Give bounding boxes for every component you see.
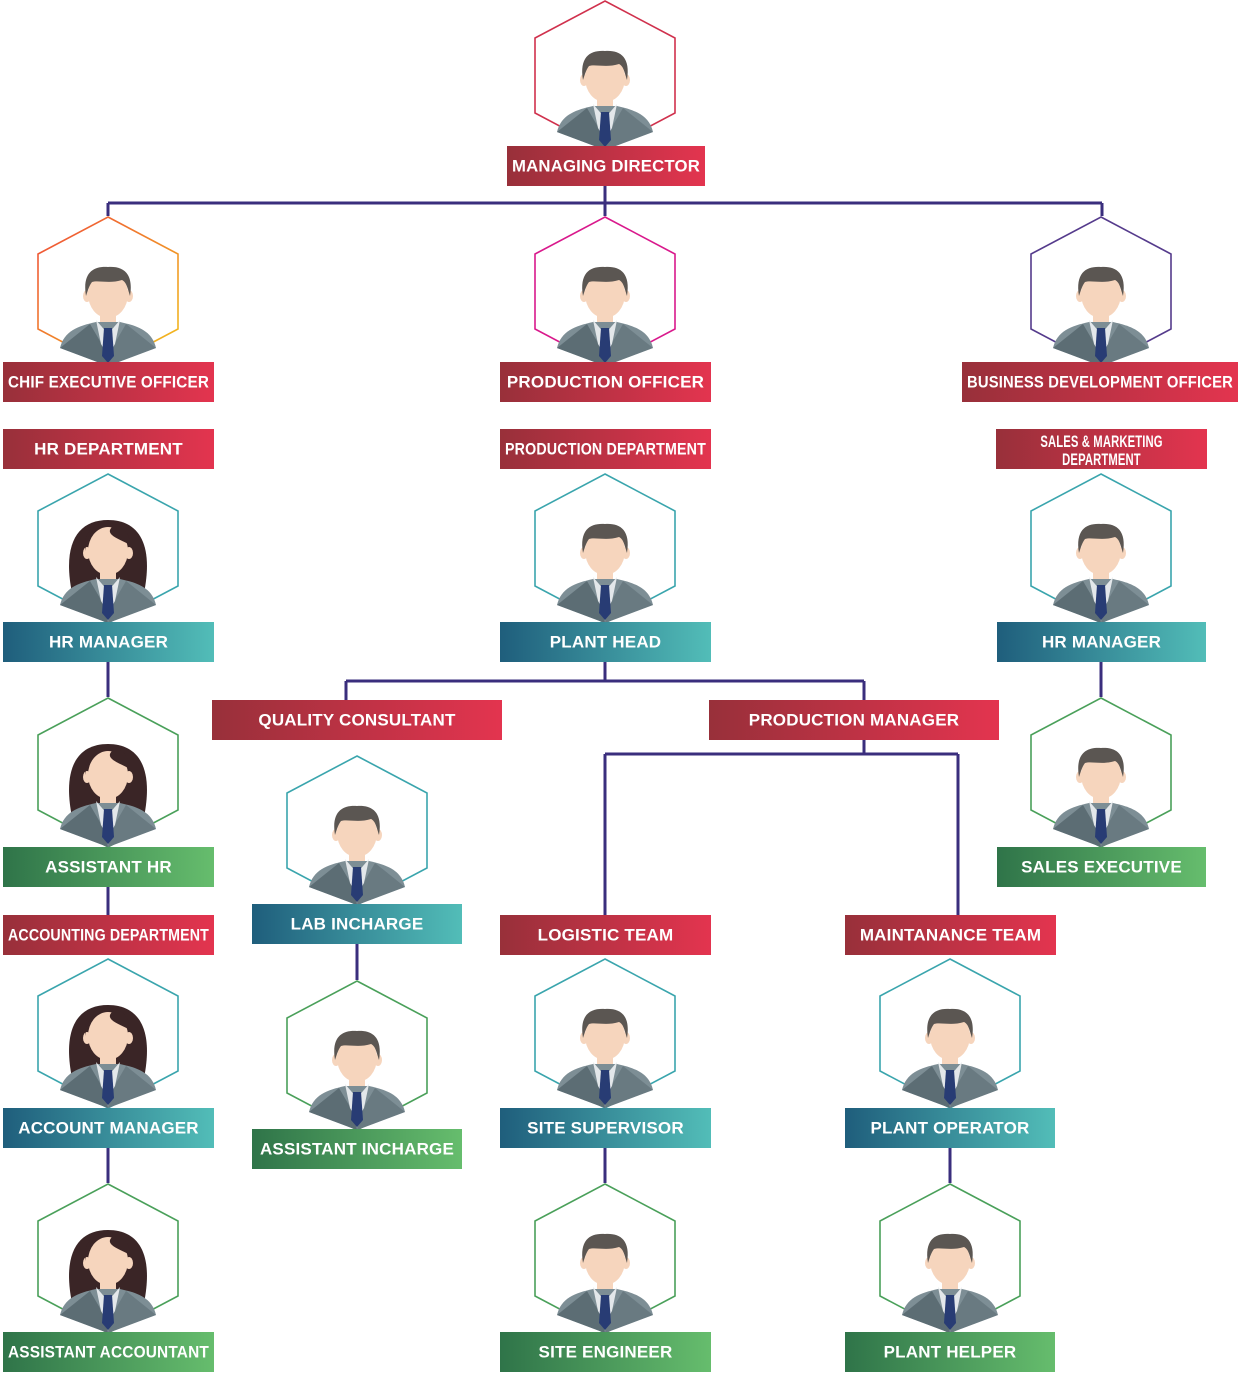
male-avatar-icon (557, 523, 653, 623)
node-title: MAINTANANCE TEAM (860, 926, 1041, 945)
node-asst-inch: ASSISTANT INCHARGE (252, 980, 462, 1169)
nodes-layer: MANAGING DIRECTOR CHIF EXECUTIVE OFFICER P… (3, 0, 1238, 1372)
title-box (500, 622, 711, 662)
node-title: ACCOUNT MANAGER (18, 1119, 199, 1138)
node-title: QUALITY CONSULTANT (258, 711, 456, 730)
title-box (3, 622, 214, 662)
node-title: SITE ENGINEER (539, 1343, 673, 1362)
title-box (996, 429, 1207, 469)
node-title: ASSISTANT INCHARGE (260, 1140, 454, 1159)
title-box (212, 700, 502, 740)
title-box (3, 362, 214, 402)
node-po: PRODUCTION OFFICER (500, 216, 711, 402)
node-hr-dept: HR DEPARTMENT (3, 429, 214, 469)
node-md: MANAGING DIRECTOR (507, 0, 705, 186)
female-avatar-icon (60, 520, 156, 623)
node-hr-mgr-1: HR MANAGER (3, 473, 214, 662)
title-box (3, 847, 214, 887)
title-box (3, 1108, 214, 1148)
node-title: ACCOUNTING DEPARTMENT (8, 926, 209, 945)
node-title: PLANT HEAD (550, 633, 662, 652)
node-prod-mgr: PRODUCTION MANAGER (709, 700, 999, 740)
male-avatar-icon (309, 805, 405, 905)
node-title: LAB INCHARGE (291, 915, 424, 934)
node-title: PRODUCTION OFFICER (507, 373, 704, 392)
title-box (252, 1129, 462, 1169)
male-avatar-icon (1053, 523, 1149, 623)
male-avatar-icon (309, 1030, 405, 1130)
title-box (500, 362, 711, 402)
female-avatar-icon (60, 1005, 156, 1108)
female-avatar-icon (60, 744, 156, 847)
title-box (500, 1108, 711, 1148)
node-title: PRODUCTION MANAGER (749, 711, 959, 730)
title-box (845, 1332, 1055, 1372)
node-maint: MAINTANANCE TEAM (845, 915, 1056, 955)
title-box (507, 146, 705, 186)
node-site-eng: SITE ENGINEER (500, 1183, 711, 1372)
node-title: PRODUCTION DEPARTMENT (505, 440, 706, 459)
male-avatar-icon (1053, 747, 1149, 847)
node-acct-mgr: ACCOUNT MANAGER (3, 958, 214, 1148)
node-logistic: LOGISTIC TEAM (500, 915, 711, 955)
male-avatar-icon (902, 1233, 998, 1333)
male-avatar-icon (60, 266, 156, 366)
title-box (845, 915, 1056, 955)
node-bdo: BUSINESS DEVELOPMENT OFFICER (962, 216, 1238, 402)
title-box (709, 700, 999, 740)
node-sales-exec: SALES EXECUTIVE (997, 697, 1206, 887)
node-site-sup: SITE SUPERVISOR (500, 958, 711, 1148)
node-title: CHIF EXECUTIVE OFFICER (8, 373, 209, 392)
title-box (3, 1332, 214, 1372)
node-title: SALES EXECUTIVE (1021, 858, 1182, 877)
title-box (997, 622, 1206, 662)
node-title: HR MANAGER (1042, 633, 1161, 652)
title-box (997, 847, 1206, 887)
female-avatar-icon (60, 1230, 156, 1333)
title-box (3, 915, 214, 955)
title-box (500, 915, 711, 955)
male-avatar-icon (557, 266, 653, 366)
node-quality: QUALITY CONSULTANT (212, 700, 502, 740)
node-title: HR MANAGER (49, 633, 168, 652)
connector-lines (106, 186, 1104, 1183)
node-plant-head: PLANT HEAD (500, 473, 711, 662)
node-title-line: DEPARTMENT (1062, 450, 1141, 469)
node-asst-acct: ASSISTANT ACCOUNTANT (3, 1183, 214, 1372)
title-box (500, 1332, 711, 1372)
title-box (962, 362, 1238, 402)
node-title-line: SALES & MARKETING (1040, 432, 1162, 451)
title-box (500, 429, 711, 469)
node-title: BUSINESS DEVELOPMENT OFFICER (967, 373, 1233, 392)
title-box (845, 1108, 1055, 1148)
node-title: ASSISTANT HR (45, 858, 172, 877)
node-acct-dept: ACCOUNTING DEPARTMENT (3, 915, 214, 955)
title-box (3, 429, 214, 469)
node-title: LOGISTIC TEAM (538, 926, 674, 945)
node-title: MANAGING DIRECTOR (512, 157, 700, 176)
node-title: PLANT HELPER (884, 1343, 1017, 1362)
node-title: PLANT OPERATOR (871, 1119, 1030, 1138)
node-title: ASSISTANT ACCOUNTANT (8, 1343, 209, 1362)
node-lab: LAB INCHARGE (252, 755, 462, 944)
title-box (252, 904, 462, 944)
node-title: SITE SUPERVISOR (527, 1119, 684, 1138)
node-plant-op: PLANT OPERATOR (845, 958, 1055, 1148)
male-avatar-icon (1053, 266, 1149, 366)
male-avatar-icon (902, 1008, 998, 1108)
male-avatar-icon (557, 1008, 653, 1108)
node-asst-hr: ASSISTANT HR (3, 697, 214, 887)
node-prod-dept: PRODUCTION DEPARTMENT (500, 429, 711, 469)
node-plant-help: PLANT HELPER (845, 1183, 1055, 1372)
male-avatar-icon (557, 1233, 653, 1333)
node-hr-mgr-2: HR MANAGER (997, 473, 1206, 662)
node-ceo: CHIF EXECUTIVE OFFICER (3, 216, 214, 402)
node-title: HR DEPARTMENT (34, 440, 183, 459)
male-avatar-icon (557, 50, 653, 150)
